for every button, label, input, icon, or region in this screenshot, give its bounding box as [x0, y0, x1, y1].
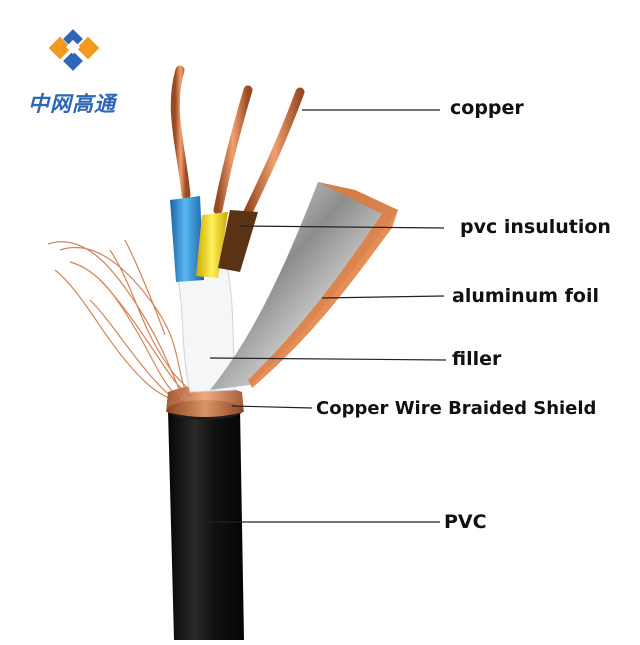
copper-conductor-2: [213, 85, 253, 215]
wire-blue: [170, 196, 204, 282]
braid-ring: [166, 385, 244, 417]
filler: [174, 261, 236, 393]
leader-lines: [206, 109, 447, 523]
logo-text: 中网高通: [28, 92, 116, 116]
label-pvc-insulation: pvc insulution: [460, 216, 611, 238]
leader-aluminum-foil: [321, 295, 445, 299]
leader-pvc-insulation: [239, 225, 445, 229]
pvc-sheath: [168, 408, 244, 640]
label-aluminum-foil: aluminum foil: [452, 285, 599, 307]
leader-filler: [209, 357, 447, 361]
label-pvc-sheath: PVC: [444, 511, 487, 533]
copper-conductor-1: [170, 65, 191, 200]
label-braided-shield: Copper Wire Braided Shield: [316, 398, 597, 419]
leader-braided-shield: [231, 405, 313, 409]
copper-conductor-3: [243, 87, 305, 217]
aluminum-foil: [210, 182, 398, 390]
logo-mark: [48, 29, 100, 71]
label-filler: filler: [452, 348, 502, 370]
label-copper: copper: [450, 97, 524, 119]
